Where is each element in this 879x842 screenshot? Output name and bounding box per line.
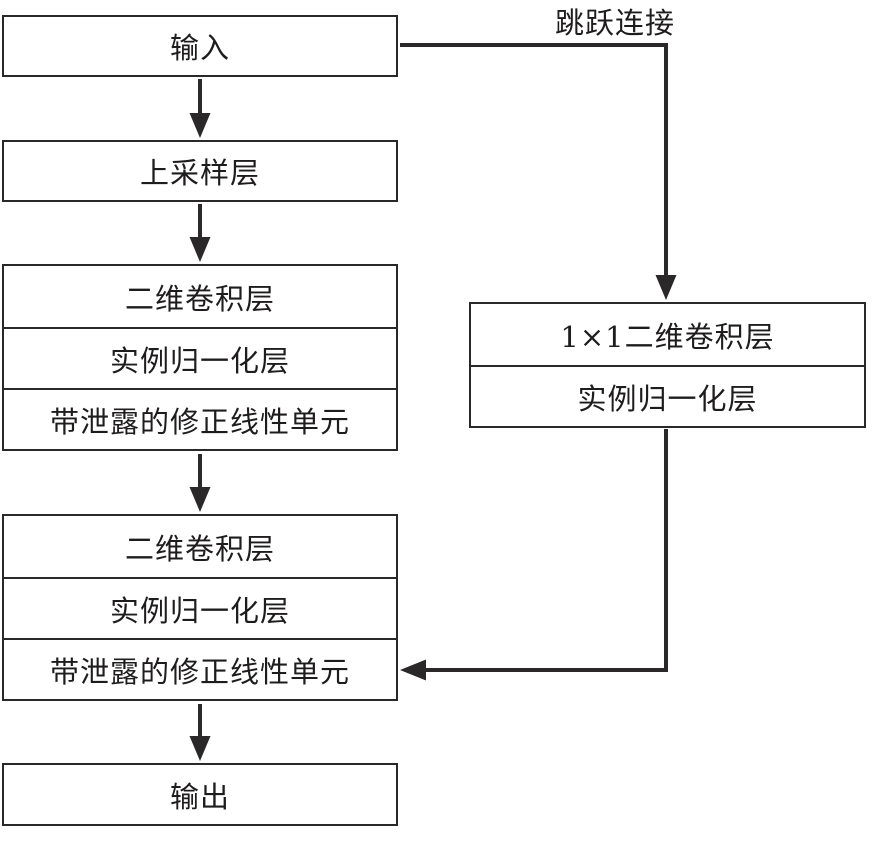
node-upsample-label: 上采样层 <box>139 156 260 190</box>
conv-block-2-row-instance-norm: 实例归一化层 <box>4 577 396 638</box>
conv-block-1-row-instance-norm: 实例归一化层 <box>4 327 396 388</box>
skip-block-row-instance-norm: 实例归一化层 <box>471 365 864 426</box>
node-output: 输出 <box>2 763 398 826</box>
node-skip-block: 1×1二维卷积层 实例归一化层 <box>469 302 866 428</box>
conv-block-2-row-conv2d: 二维卷积层 <box>124 531 275 566</box>
arrow-conv1-to-conv2 <box>189 454 211 512</box>
skip-connection-label: 跳跃连接 <box>554 6 675 40</box>
arrow-upsample-to-conv1 <box>189 204 211 262</box>
arrow-1x1block-to-conv2 <box>400 429 668 681</box>
skip-block-row-1x1-conv2d: 1×1二维卷积层 <box>560 319 775 354</box>
arrow-conv2-to-output <box>189 704 211 761</box>
conv-block-1-row-conv2d: 二维卷积层 <box>124 281 275 316</box>
node-output-label: 输出 <box>169 779 230 814</box>
node-conv-block-1: 二维卷积层 实例归一化层 带泄露的修正线性单元 <box>2 264 398 451</box>
node-upsample-layer: 上采样层 <box>2 140 398 202</box>
conv-block-2-row-leaky-relu: 带泄露的修正线性单元 <box>4 638 396 699</box>
node-input: 输入 <box>2 15 398 77</box>
arrow-input-to-upsample <box>189 79 211 138</box>
node-conv-block-2: 二维卷积层 实例归一化层 带泄露的修正线性单元 <box>2 514 398 701</box>
conv-block-1-row-leaky-relu: 带泄露的修正线性单元 <box>4 388 396 449</box>
node-input-label: 输入 <box>169 31 230 65</box>
arrow-skip-to-1x1block <box>400 43 677 300</box>
